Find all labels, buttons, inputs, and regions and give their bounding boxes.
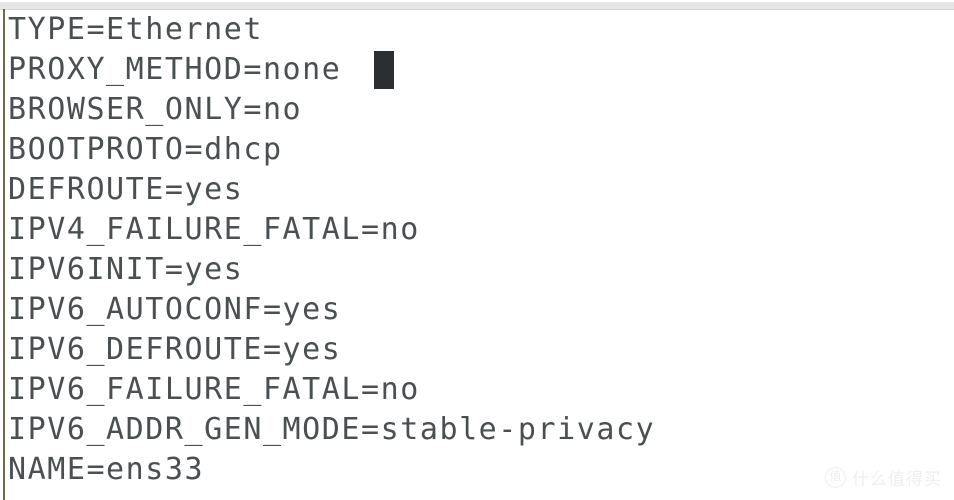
window-left-rule bbox=[3, 9, 5, 500]
config-line-text: TYPE=Ethernet bbox=[8, 12, 263, 47]
config-line[interactable]: BROWSER_ONLY=no bbox=[8, 90, 948, 130]
config-line-text: PROXY_METHOD=none bbox=[8, 52, 342, 87]
config-line[interactable]: TYPE=Ethernet bbox=[8, 10, 948, 50]
config-line-text: IPV6_FAILURE_FATAL=no bbox=[8, 372, 420, 407]
config-line[interactable]: IPV6_FAILURE_FATAL=no bbox=[8, 370, 948, 410]
config-line-text: BOOTPROTO=dhcp bbox=[8, 132, 283, 167]
config-line[interactable]: IPV6_ADDR_GEN_MODE=stable-privacy bbox=[8, 410, 948, 450]
config-line[interactable]: DEFROUTE=yes bbox=[8, 170, 948, 210]
config-line-text: IPV6_AUTOCONF=yes bbox=[8, 292, 342, 327]
config-line[interactable]: IPV4_FAILURE_FATAL=no bbox=[8, 210, 948, 250]
config-line-text: IPV6_ADDR_GEN_MODE=stable-privacy bbox=[8, 412, 656, 447]
config-line-text: IPV6INIT=yes bbox=[8, 252, 244, 287]
config-line[interactable]: IPV6_DEFROUTE=yes bbox=[8, 330, 948, 370]
config-line-text: BROWSER_ONLY=no bbox=[8, 92, 303, 127]
config-line-text: IPV4_FAILURE_FATAL=no bbox=[8, 212, 420, 247]
config-line[interactable]: BOOTPROTO=dhcp bbox=[8, 130, 948, 170]
config-line[interactable]: IPV6INIT=yes bbox=[8, 250, 948, 290]
config-line-text: IPV6_DEFROUTE=yes bbox=[8, 332, 342, 367]
config-line[interactable]: PROXY_METHOD=none bbox=[8, 50, 948, 90]
config-line-text: DEFROUTE=yes bbox=[8, 172, 244, 207]
window-top-band bbox=[0, 2, 954, 10]
config-line-text: NAME=ens33 bbox=[8, 452, 205, 487]
config-line[interactable]: NAME=ens33 bbox=[8, 450, 948, 490]
text-cursor bbox=[374, 51, 395, 89]
config-line[interactable]: IPV6_AUTOCONF=yes bbox=[8, 290, 948, 330]
